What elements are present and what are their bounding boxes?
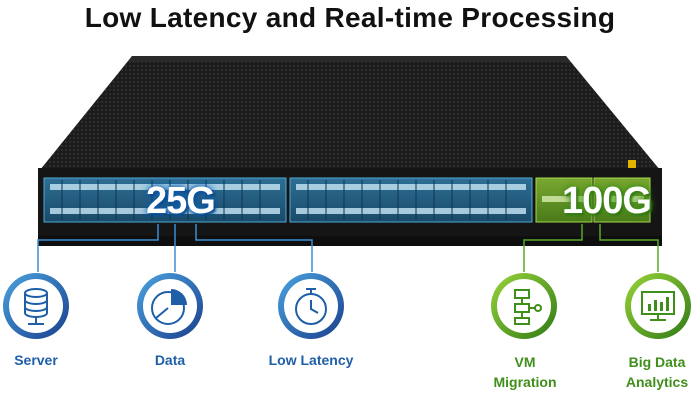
- blue-connectors: [37, 224, 313, 272]
- label-vm-migration: VM Migration: [480, 352, 570, 392]
- stopwatch-icon: [278, 273, 344, 339]
- pie-chart-icon: [137, 273, 203, 339]
- port-block-25g-a: [43, 177, 287, 223]
- label-data: Data: [154, 352, 186, 368]
- monitor-chart-icon: [625, 273, 691, 339]
- speed-label-25g: 25G: [146, 180, 216, 222]
- label-big-data-analytics: Big Data Analytics: [612, 352, 700, 392]
- green-connectors: [523, 224, 659, 272]
- page-title: Low Latency and Real-time Processing: [84, 2, 616, 33]
- speed-label-100g: 100G: [562, 180, 652, 222]
- label-vm-migration-line1: VM: [514, 354, 536, 370]
- label-big-data-line1: Big Data: [628, 354, 686, 370]
- port-block-25g-b: [289, 177, 533, 223]
- label-vm-migration-line2: Migration: [493, 374, 557, 390]
- flowchart-icon: [491, 273, 557, 339]
- label-server: Server: [14, 352, 58, 368]
- chassis-top: [40, 56, 660, 170]
- label-low-latency: Low Latency: [268, 352, 354, 368]
- label-big-data-line2: Analytics: [625, 374, 689, 390]
- database-server-icon: [3, 273, 69, 339]
- port-block-100g: [535, 177, 651, 223]
